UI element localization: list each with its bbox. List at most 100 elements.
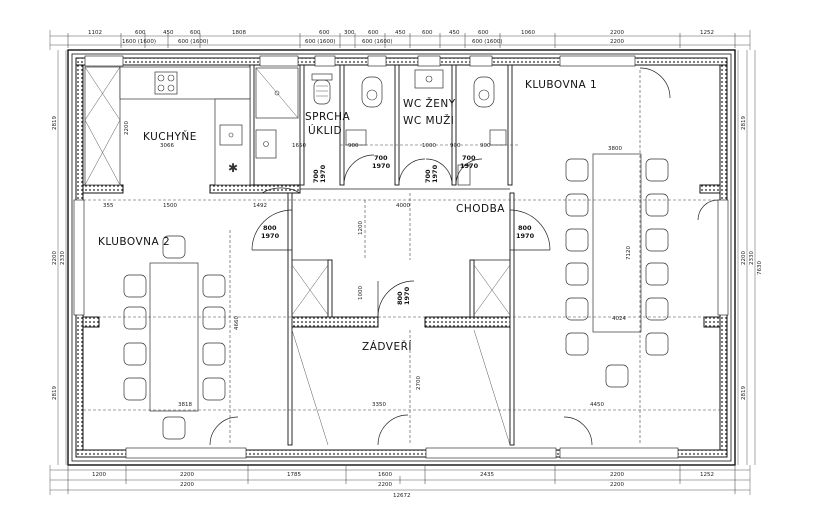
dim-top-s3: 600 (1600) (305, 39, 336, 45)
dim-zadveri-1000: 1000 (358, 286, 364, 300)
dim-wc-900c: 900 (480, 143, 491, 149)
dim-k1-4024: 4024 (612, 316, 626, 322)
room-labels: KUCHYŇE SPRCHA ÚKLID WC ŽENY WC MUŽI KLU… (98, 79, 597, 353)
door-6-width: 800 (263, 224, 277, 232)
dim-left-c: 2330 (60, 251, 66, 265)
dim-top-g: 300 (344, 30, 355, 36)
meeting-table (592, 153, 642, 333)
door-4-height: 1970 (460, 162, 479, 170)
dim-top-h: 600 (368, 30, 379, 36)
kitchen-furniture: ✱ (84, 66, 251, 186)
dim-k2-3818: 3818 (178, 402, 192, 408)
door-6-height: 1970 (261, 232, 280, 240)
dim-top-c: 450 (163, 30, 174, 36)
dimension-lines-sides: 2819 2200 2330 2819 2819 2200 2330 2819 … (52, 50, 763, 465)
dim-k2-1500: 1500 (163, 203, 177, 209)
dim-top-s5: 600 (1600) (472, 39, 503, 45)
dim-kitchen-3066: 3066 (160, 143, 174, 149)
room-label-wc-zeny: WC ŽENY (403, 97, 456, 110)
dim-top-f: 600 (319, 30, 330, 36)
dim-left-b: 2200 (52, 251, 58, 265)
dim-wc-1000: 1000 (422, 143, 436, 149)
dim-top-d: 600 (190, 30, 201, 36)
door-swings (209, 67, 719, 446)
dim-top-s2: 600 (1600) (178, 39, 209, 45)
washbasin-icon (414, 69, 444, 89)
dim-wc-900b: 900 (450, 143, 461, 149)
dim-bot-d: 1600 (378, 472, 392, 478)
dim-k2-4660: 4660 (234, 316, 240, 330)
toilet-icon (361, 76, 383, 108)
dim-bot-b: 2200 (180, 472, 194, 478)
dim-top-n: 2200 (610, 30, 624, 36)
door-7-width: 800 (518, 224, 532, 232)
dim-kitchen-2200: 2200 (124, 121, 130, 135)
dim-bot-f: 2200 (610, 472, 624, 478)
dim-top-e: 1808 (232, 30, 246, 36)
dim-top-a: 1102 (88, 30, 102, 36)
door-8-width: 800 (396, 291, 404, 305)
room-label-uklid: ÚKLID (308, 124, 342, 137)
meeting-table (149, 262, 199, 412)
dim-chodba-4000: 4000 (396, 203, 410, 209)
door-2-height: 1970 (372, 162, 391, 170)
dim-top-o: 1252 (700, 30, 714, 36)
dim-bot-t3: 2200 (610, 482, 624, 488)
dim-zadveri-1200: 1200 (358, 221, 364, 235)
room-label-klubovna-2: KLUBOVNA 2 (98, 236, 170, 248)
dim-chodba-1492: 1492 (253, 203, 267, 209)
dim-bot-t1: 2200 (180, 482, 194, 488)
dim-top-s1: 1600 (1600) (122, 39, 156, 45)
dim-bot-total: 12672 (393, 493, 411, 499)
dim-k2-355: 355 (103, 203, 114, 209)
dim-top-k: 450 (449, 30, 460, 36)
dim-k1-3800: 3800 (608, 146, 622, 152)
dim-right-c: 2330 (749, 251, 755, 265)
dim-bot-g: 1252 (700, 472, 714, 478)
room-label-kuchyne: KUCHYŇE (143, 130, 197, 143)
dim-k1-4450: 4450 (590, 402, 604, 408)
door-4-width: 700 (462, 154, 476, 162)
cleaning-basin-icon (313, 79, 331, 105)
dim-top-m: 1060 (521, 30, 535, 36)
dim-bot-a: 1200 (92, 472, 106, 478)
dimension-lines-top: 1102 600 450 600 1808 600 300 600 450 60… (49, 30, 751, 50)
door-labels: 700 1970 700 1970 700 1970 700 1970 800 … (261, 154, 535, 305)
door-2-width: 700 (374, 154, 388, 162)
interior-dimensions: 2200 3066 1650 900 1000 900 900 1492 400… (83, 70, 720, 445)
room-label-wc-muzi: WC MUŽI (403, 114, 454, 127)
door-8-height: 1970 (403, 286, 411, 305)
door-1-height: 1970 (319, 164, 327, 183)
dim-k1-7120: 7120 (626, 246, 632, 260)
dim-top-i: 450 (395, 30, 406, 36)
toilet-icon (473, 76, 495, 108)
door-1-width: 700 (312, 169, 320, 183)
dim-bot-t2: 2200 (378, 482, 392, 488)
washbasin-icon (489, 129, 507, 146)
dim-right-d: 2819 (741, 386, 747, 400)
bathroom-fixtures (255, 67, 507, 186)
dim-bot-e: 2435 (480, 472, 494, 478)
dim-top-t2: 2200 (610, 39, 624, 45)
dim-zadveri-2700: 2700 (416, 376, 422, 390)
dim-left-a: 2819 (52, 116, 58, 130)
dim-top-j: 600 (422, 30, 433, 36)
dim-uklid-1650: 1650 (292, 143, 306, 149)
room-label-klubovna-1: KLUBOVNA 1 (525, 79, 597, 91)
washbasin-icon (255, 129, 277, 159)
klubovna1-furniture (565, 153, 669, 388)
dim-wc-900a: 900 (348, 143, 359, 149)
dim-bot-c: 1785 (287, 472, 301, 478)
dim-right-b: 2200 (741, 251, 747, 265)
dim-left-d: 2819 (52, 386, 58, 400)
door-3-width: 700 (424, 169, 432, 183)
dim-right-total: 7630 (757, 261, 763, 275)
room-label-zadveri: ZÁDVEŘÍ (362, 340, 412, 353)
stove-icon (154, 71, 178, 95)
dim-zadveri-3350: 3350 (372, 402, 386, 408)
kitchen-sink-icon (219, 124, 243, 146)
door-3-height: 1970 (431, 164, 439, 183)
room-label-chodba: CHODBA (456, 203, 505, 215)
dim-right-a: 2819 (741, 116, 747, 130)
